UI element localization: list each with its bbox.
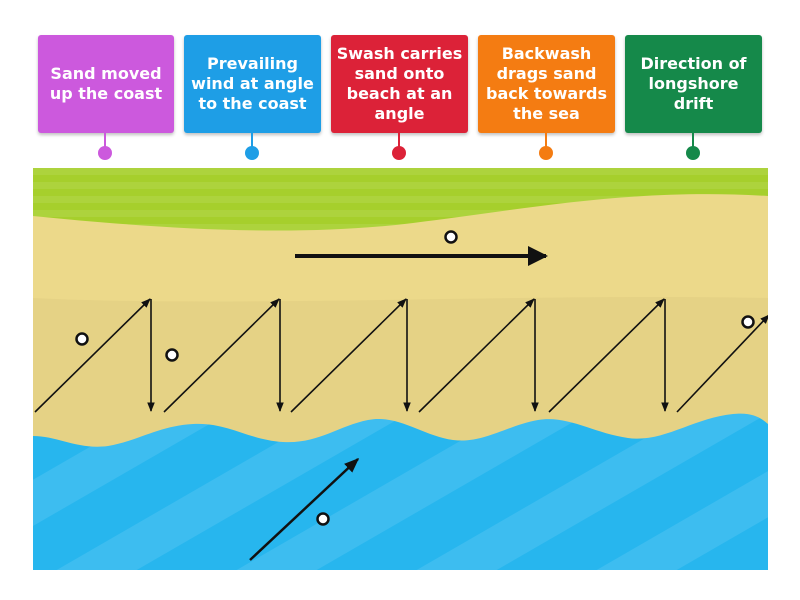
swash-arrow (548, 298, 665, 413)
card-pin-dot[interactable] (245, 146, 259, 160)
label-card-backwash[interactable]: Backwash drags sand back towards the sea (478, 35, 615, 133)
label-card-sand-moved[interactable]: Sand moved up the coast (38, 35, 174, 133)
swash-arrow (163, 298, 280, 413)
drop-target[interactable] (444, 230, 458, 244)
coast-diagram (33, 168, 768, 570)
label-card-swash[interactable]: Swash carries sand onto beach at an angl… (331, 35, 468, 133)
swash-arrow (34, 298, 151, 413)
label-card-longshore-drift[interactable]: Direction of longshore drift (625, 35, 762, 133)
swash-arrow (290, 298, 407, 413)
swash-arrow (418, 298, 535, 413)
card-pin-stem (692, 133, 694, 153)
swash-backwash-arrows (34, 298, 768, 413)
label-card-prevailing-wind[interactable]: Prevailing wind at angle to the coast (184, 35, 321, 133)
beach-wet-sand (33, 296, 768, 458)
drop-target[interactable] (75, 332, 89, 346)
card-pin-dot[interactable] (392, 146, 406, 160)
drop-target[interactable] (741, 315, 755, 329)
beach-sand (33, 194, 768, 468)
swash-arrow (676, 314, 768, 413)
sea (33, 413, 768, 570)
drop-target[interactable] (165, 348, 179, 362)
prevailing-wind-arrow (249, 457, 360, 561)
card-pin-dot[interactable] (686, 146, 700, 160)
card-pin-stem (251, 133, 253, 153)
card-pin-dot[interactable] (539, 146, 553, 160)
drop-targets (75, 230, 755, 526)
drop-target[interactable] (316, 512, 330, 526)
card-pin-stem (545, 133, 547, 153)
card-pin-stem (104, 133, 106, 153)
card-pin-dot[interactable] (98, 146, 112, 160)
card-pin-stem (398, 133, 400, 153)
